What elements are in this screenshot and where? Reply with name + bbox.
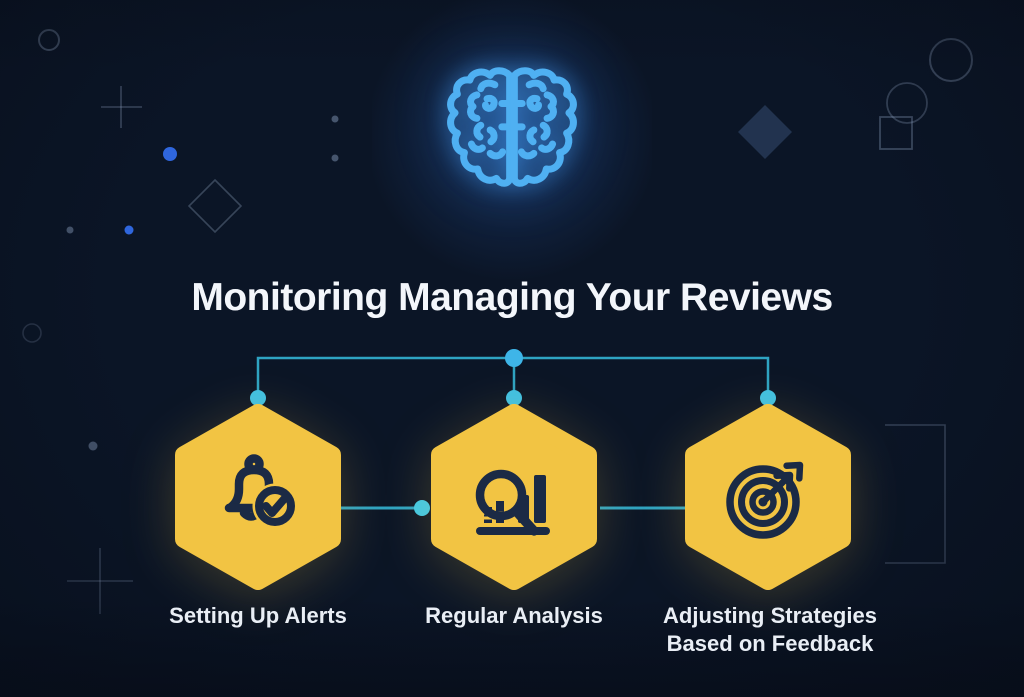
deco-gray-dot	[331, 154, 339, 162]
step-label-line: Based on Feedback	[666, 631, 874, 656]
deco-square-outline	[879, 116, 913, 150]
step-label-analysis: Regular Analysis	[384, 602, 644, 630]
step-hexagon-strategies	[685, 403, 851, 591]
step-label-line: Setting Up Alerts	[169, 603, 347, 628]
deco-plus-bottom-left	[67, 548, 133, 614]
connector-node-hex2	[506, 390, 522, 406]
deco-plus-top-left	[101, 86, 142, 128]
step-hexagon-analysis	[431, 403, 597, 591]
deco-blue-dot	[163, 147, 177, 161]
page-title: Monitoring Managing Your Reviews	[191, 276, 833, 319]
connector-lines	[250, 349, 776, 516]
step-label-line: Adjusting Strategies	[663, 603, 877, 628]
target-arrow-icon	[726, 461, 804, 539]
magnifier-chart-icon	[475, 469, 550, 536]
bell-check-icon	[224, 454, 298, 529]
deco-circle-outline	[929, 38, 973, 82]
deco-gray-dot	[331, 115, 339, 123]
connector-node-hex1	[250, 390, 266, 406]
deco-diamond-outline	[187, 178, 243, 234]
step-label-alerts: Setting Up Alerts	[128, 602, 388, 630]
deco-blue-dot	[124, 225, 134, 235]
hexagon-shape	[431, 404, 597, 590]
step-hexagon-alerts	[175, 403, 341, 591]
step-label-strategies: Adjusting Strategies Based on Feedback	[640, 602, 900, 658]
brain-icon	[447, 40, 590, 220]
connector-node-top	[505, 349, 523, 367]
step-label-line: Regular Analysis	[425, 603, 603, 628]
deco-gray-dot	[66, 226, 74, 234]
deco-circle-outline	[38, 29, 60, 51]
deco-diamond-filled	[738, 105, 792, 159]
connector-node-mid	[414, 500, 430, 516]
connector-node-hex3	[760, 390, 776, 406]
